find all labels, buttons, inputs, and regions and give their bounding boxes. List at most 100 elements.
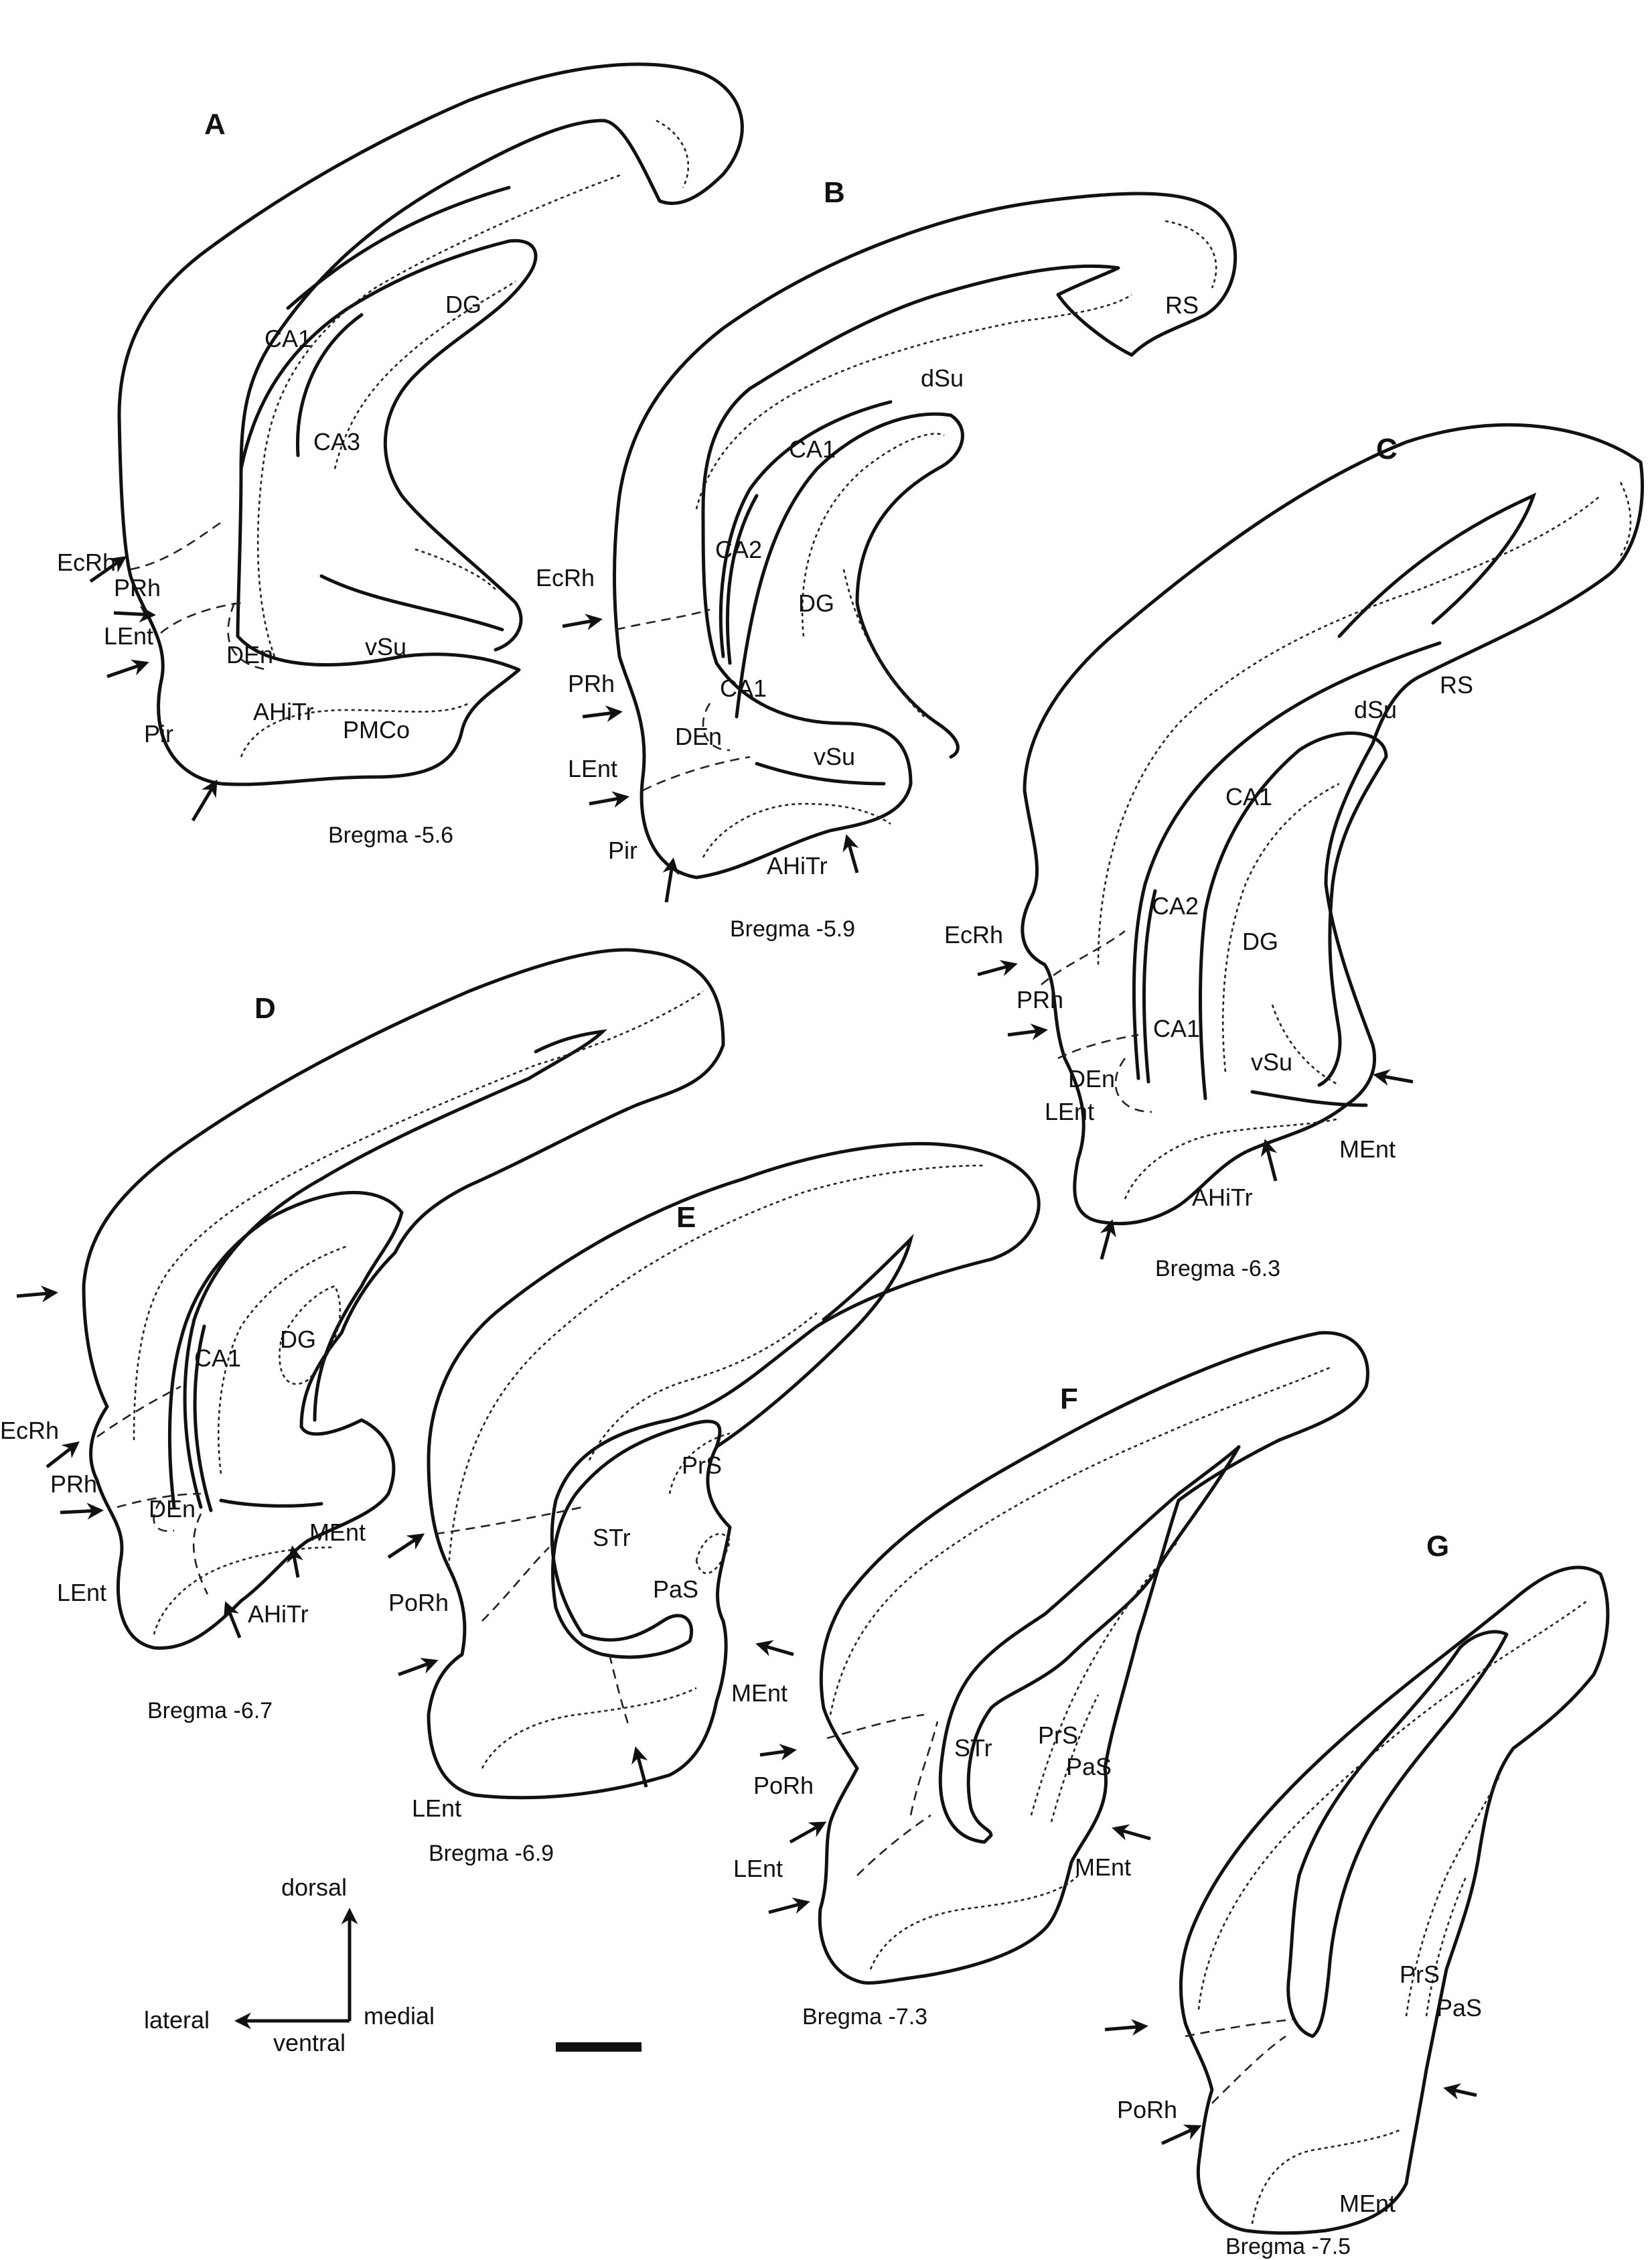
panel-b-label-ecrh: EcRh <box>536 564 595 591</box>
panel-c-dash-2 <box>1057 1034 1139 1060</box>
panel-g-boundary-2 <box>1405 1774 1501 2017</box>
panel-a-bregma: Bregma -5.6 <box>328 823 453 848</box>
panel-b-bregma: Bregma -5.9 <box>730 916 855 942</box>
panel-b-ca-line-1 <box>719 400 893 658</box>
panel-e-arrow-4 <box>631 1746 648 1788</box>
panel-a-label-lent: LEnt <box>104 622 153 650</box>
panel-c-label-dg: DG <box>1242 928 1278 955</box>
panel-e-arrow-3 <box>755 1640 794 1656</box>
panel-b-arrow-4 <box>662 857 680 903</box>
panel-a-label-ca3: CA3 <box>313 428 360 455</box>
panel-b-arrow-3 <box>589 791 629 808</box>
panel-e-dash-2 <box>481 1547 550 1622</box>
panel-c-label-lent: LEnt <box>1045 1098 1094 1125</box>
panel-a: A EcRh PRh LEnt Pir DEn AHiTr PMCo vSu C… <box>57 62 744 848</box>
panel-b-label-den: DEn <box>675 723 722 750</box>
panel-d-boundary-3 <box>279 1285 342 1385</box>
orientation-compass: dorsal lateral ventral medial <box>144 1874 435 2056</box>
panel-e-label-porh: PoRh <box>388 1589 449 1616</box>
panel-f-label-lent: LEnt <box>733 1855 783 1882</box>
panel-b-ca-line-2 <box>725 494 759 665</box>
panel-a-arrow-2 <box>113 606 156 623</box>
panel-g-arrow-2 <box>1160 2124 1202 2145</box>
panel-b: B EcRh PRh LEnt Pir DEn vSu AHiTr CA1 CA… <box>536 176 1237 942</box>
panel-g-label: G <box>1426 1530 1449 1563</box>
panel-c-label-dsu: dSu <box>1354 696 1397 723</box>
panel-b-dash-2 <box>642 756 751 792</box>
panel-e-label-str: STr <box>593 1524 631 1551</box>
panel-b-arrow-2 <box>582 705 623 722</box>
panel-g-boundary-4 <box>1251 2129 1400 2224</box>
panel-c-dash-3 <box>1114 1058 1152 1113</box>
panel-g-label-pas: PaS <box>1436 1994 1482 2022</box>
panel-d-bregma: Bregma -6.7 <box>147 1698 273 1723</box>
panel-a-boundary-5 <box>240 702 469 758</box>
panel-a-boundary-3 <box>333 280 516 470</box>
panel-b-label-dg: DG <box>798 589 834 617</box>
panel-e-label-pas: PaS <box>653 1575 698 1603</box>
panel-d-boundary-2 <box>217 1245 349 1474</box>
panel-a-boundary-4 <box>415 548 496 590</box>
panel-f-hippocampus-outline <box>938 1445 1241 1844</box>
panel-a-label-pmco: PMCo <box>343 716 410 744</box>
panel-f-dash-3 <box>909 1721 939 1816</box>
label-ventral: ventral <box>273 2029 346 2056</box>
panel-b-boundary-5 <box>702 802 891 858</box>
panel-f: F PoRh LEnt STr PrS PaS MEnt Bregma -7.3 <box>733 1331 1369 2030</box>
panel-f-dash-2 <box>856 1814 931 1876</box>
panel-b-label-vsu: vSu <box>814 743 855 770</box>
panel-a-label-ecrh: EcRh <box>57 549 116 576</box>
panel-f-bregma: Bregma -7.3 <box>802 2004 927 2030</box>
panel-b-label-ahitr: AHiTr <box>767 852 828 879</box>
panel-g-label-ment: MEnt <box>1339 2190 1396 2217</box>
panel-a-label-dg: DG <box>445 291 481 318</box>
panel-d-label-ca1: CA1 <box>194 1344 241 1372</box>
panel-c-dash-1 <box>1041 930 1126 985</box>
panel-c-dorsal-cleft <box>1337 492 1537 638</box>
panel-c-label-rs: RS <box>1440 671 1473 699</box>
panel-a-dash-2 <box>160 602 242 634</box>
panel-g-label-prs: PrS <box>1400 1961 1440 1988</box>
panel-e-bregma: Bregma -6.9 <box>429 1841 554 1866</box>
panel-c-label-prh: PRh <box>1017 986 1063 1013</box>
panel-f-dash-1 <box>826 1713 925 1740</box>
panel-e-boundary-2 <box>588 1312 818 1461</box>
panel-a-arrow-3 <box>106 659 149 679</box>
panel-b-label-dsu: dSu <box>921 364 964 392</box>
panel-d-arrow-2 <box>46 1441 80 1468</box>
panel-a-arrow-4 <box>191 779 218 822</box>
panel-b-section-outline <box>613 192 1237 879</box>
panel-c-ca-line-2 <box>1142 889 1157 1084</box>
panel-c-boundary-4 <box>1271 1004 1340 1086</box>
panel-c-label-vsu: vSu <box>1251 1048 1292 1076</box>
panel-d-label-ecrh: EcRh <box>0 1417 59 1444</box>
panel-f-arrow-3 <box>768 1898 810 1914</box>
panel-c-vsu-line <box>1250 1090 1368 1107</box>
panel-f-arrow-1 <box>759 1744 797 1761</box>
panel-g-label-porh: PoRh <box>1117 2096 1177 2123</box>
panel-d-label-prh: PRh <box>50 1470 97 1498</box>
panel-f-label-ment: MEnt <box>1075 1853 1131 1881</box>
panel-f-arrow-2 <box>789 1821 827 1844</box>
panel-a-dash-1 <box>130 521 222 571</box>
panel-b-label-rs: RS <box>1165 291 1199 319</box>
label-medial: medial <box>364 2002 435 2030</box>
panel-b-label-ca1-top: CA1 <box>789 435 836 463</box>
panel-d-section-outline <box>82 948 725 1650</box>
panel-e-dash-3 <box>608 1654 631 1729</box>
panel-e-boundary-3 <box>668 1432 731 1494</box>
panel-d-dash-1 <box>96 1385 181 1438</box>
panel-d-label-ahitr: AHiTr <box>248 1600 309 1628</box>
panel-b-boundary-1 <box>695 293 1132 510</box>
panel-b-label-prh: PRh <box>568 670 615 697</box>
panel-d-hippocampus-outline <box>167 1190 404 1509</box>
panel-b-label-ca2: CA2 <box>715 536 762 563</box>
panel-f-boundary-2 <box>1030 1540 1179 1816</box>
panel-d-dash-3 <box>153 1500 175 1533</box>
panel-c-label-den: DEn <box>1068 1065 1115 1092</box>
panel-b-boundary-3 <box>801 433 945 637</box>
panel-g-dash-2 <box>1211 2035 1286 2104</box>
panel-b-arrow-5 <box>842 834 859 873</box>
panel-e-arrow-1 <box>387 1533 425 1559</box>
